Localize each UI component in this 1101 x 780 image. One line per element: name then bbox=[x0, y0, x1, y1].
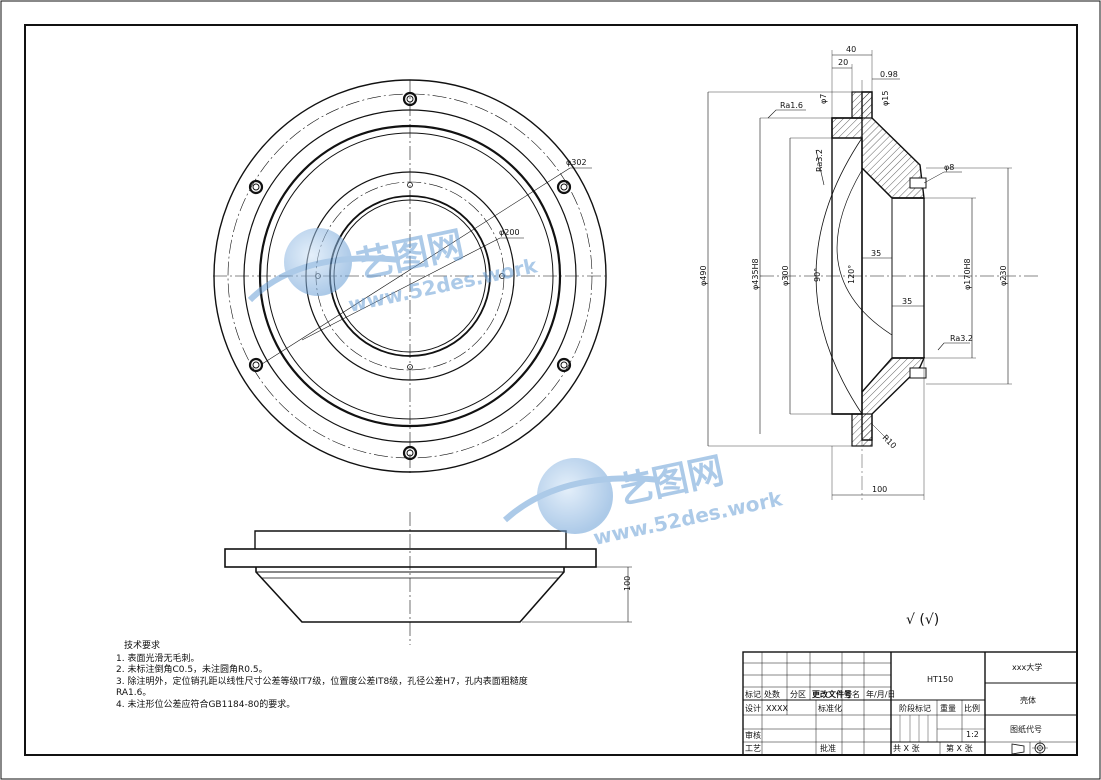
tb-scale-header: 比例 bbox=[964, 703, 980, 713]
tb-sheet-no: 第 X 张 bbox=[946, 743, 973, 753]
note-line-3: 3. 除注明外，定位销孔距以线性尺寸公差等级IT7级，位置度公差IT8级，孔径公… bbox=[116, 675, 528, 687]
tb-row-date: 年/月/日 bbox=[866, 689, 895, 699]
watermark-globe-icon-2 bbox=[502, 458, 661, 534]
tb-design: 设计 bbox=[745, 703, 761, 713]
dim-40: 40 bbox=[846, 45, 856, 54]
tb-review: 审核 bbox=[745, 730, 761, 740]
dim-phi7: φ7 bbox=[819, 94, 828, 104]
note-line-4: RA1.6。 bbox=[116, 688, 151, 698]
roughness-3-2-a: Ra3.2 bbox=[815, 149, 824, 172]
roughness-3-2-b: Ra3.2 bbox=[950, 334, 973, 343]
note-line-2: 2. 未标注倒角C0.5，未注圆角R0.5。 bbox=[116, 663, 268, 675]
tb-row-count: 处数 bbox=[764, 689, 780, 699]
dim-230: φ230 bbox=[999, 265, 1008, 286]
roughness-1-6: Ra1.6 bbox=[780, 101, 803, 110]
angle-90: 90° bbox=[813, 268, 822, 282]
front-dim-200: φ200 bbox=[499, 228, 520, 237]
tb-design-name: XXXX bbox=[766, 704, 788, 713]
dim-35-a: 35 bbox=[871, 249, 881, 258]
tb-school: xxx大学 bbox=[1012, 662, 1042, 672]
tb-drawing-code: 图纸代号 bbox=[1010, 724, 1042, 734]
dim-phi15: φ15 bbox=[881, 91, 890, 106]
tb-row-mark: 标记 bbox=[745, 689, 761, 699]
watermark-globe-icon bbox=[247, 228, 401, 303]
dim-m8: φ8 bbox=[944, 163, 954, 172]
section-dim-labels: 40 20 0.98 φ7 φ15 Ra1.6 Ra3.2 Ra3.2 φ8 φ… bbox=[699, 45, 1008, 494]
bottom-dim-100: 100 bbox=[623, 576, 632, 591]
technical-notes: 技术要求 1. 表面光滑无毛刺。 2. 未标注倒角C0.5，未注圆角R0.5。 … bbox=[116, 639, 528, 710]
tb-total-sheets: 共 X 张 bbox=[893, 744, 920, 753]
title-block-text: HT150 xxx大学 壳体 图纸代号 比例 1:2 阶段标记 重量 标记 处数… bbox=[745, 662, 1042, 753]
dim-20: 20 bbox=[838, 58, 848, 67]
dim-490: φ490 bbox=[699, 265, 708, 286]
front-view bbox=[213, 79, 608, 473]
tb-process: 工艺 bbox=[745, 744, 761, 753]
tb-row-zone: 分区 bbox=[790, 690, 806, 699]
angle-120: 120° bbox=[847, 265, 856, 284]
inner-frame bbox=[24, 24, 1078, 756]
dim-35-b: 35 bbox=[902, 297, 912, 306]
tb-scale-value: 1:2 bbox=[966, 730, 979, 739]
dim-r10: R10 bbox=[881, 433, 899, 451]
dim-170: φ170H8 bbox=[963, 258, 972, 290]
tb-row-sign: 签名 bbox=[844, 689, 860, 699]
front-dim-302: φ302 bbox=[566, 158, 587, 167]
title-block bbox=[742, 651, 1078, 756]
watermark-1: 艺图网 www.52des.work bbox=[247, 224, 540, 317]
bolt-holes bbox=[248, 91, 572, 461]
dim-435: φ435H8 bbox=[751, 258, 760, 290]
note-line-5: 4. 未注形位公差应符合GB1184-80的要求。 bbox=[116, 698, 295, 710]
dim-0-98: 0.98 bbox=[880, 70, 898, 79]
note-line-1: 1. 表面光滑无毛刺。 bbox=[116, 652, 199, 664]
tb-part-name: 壳体 bbox=[1020, 695, 1036, 705]
tb-material: HT150 bbox=[927, 675, 953, 684]
surface-finish-symbol: √ (√) bbox=[906, 612, 939, 628]
dim-100-section: 100 bbox=[872, 485, 887, 494]
tb-standardize: 标准化 bbox=[818, 703, 842, 713]
dim-300: φ300 bbox=[781, 265, 790, 286]
bottom-view bbox=[224, 512, 632, 645]
tb-stage-mark: 阶段标记 bbox=[899, 703, 931, 713]
tb-approve: 批准 bbox=[820, 743, 836, 753]
notes-title: 技术要求 bbox=[124, 639, 160, 651]
tb-row-change-doc: 更改文件号 bbox=[812, 689, 852, 699]
tb-weight: 重量 bbox=[940, 703, 956, 713]
section-view bbox=[707, 50, 1040, 500]
watermark-2: 艺图网 www.52des.work bbox=[502, 450, 785, 550]
